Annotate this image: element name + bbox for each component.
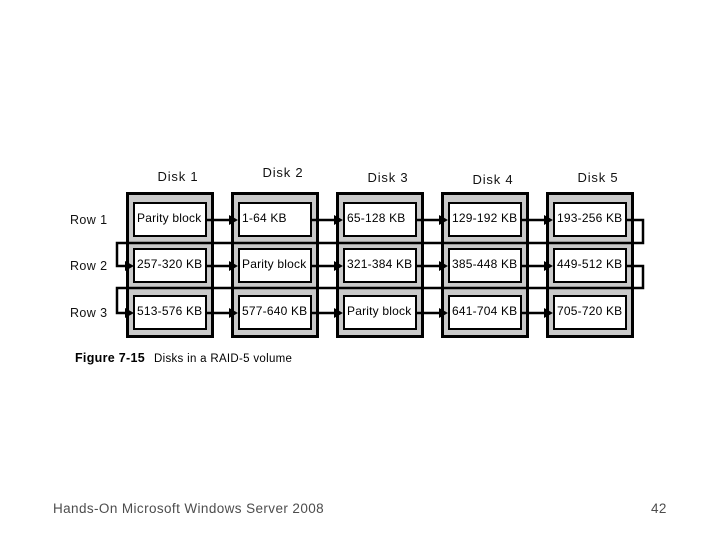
disk-5-row-2-block: 449-512 KB (553, 248, 627, 283)
disk-2-row-1-block: 1-64 KB (238, 202, 312, 237)
disk-2-label: Disk 2 (262, 165, 304, 180)
disk-5-label: Disk 5 (577, 170, 619, 185)
disk-1-row-2-block: 257-320 KB (133, 248, 207, 283)
disk-2-row-3-block: 577-640 KB (238, 295, 312, 330)
disk-3-row-2-block: 321-384 KB (343, 248, 417, 283)
figure-caption-number: Figure 7-15 (75, 351, 145, 365)
row-3-label: Row 3 (70, 306, 108, 320)
disk-4-row-2-block: 385-448 KB (448, 248, 522, 283)
disk-5-row-3-block: 705-720 KB (553, 295, 627, 330)
footer-book-title: Hands-On Microsoft Windows Server 2008 (53, 501, 325, 516)
disk-5-column: 193-256 KB 449-512 KB 705-720 KB (546, 192, 634, 338)
footer-page-number: 42 (651, 501, 667, 516)
disk-1-row-1-block: Parity block (133, 202, 207, 237)
disk-3-row-3-block: Parity block (343, 295, 417, 330)
disk-1-label: Disk 1 (157, 169, 199, 184)
disk-1-row-3-block: 513-576 KB (133, 295, 207, 330)
disk-3-row-1-block: 65-128 KB (343, 202, 417, 237)
disk-2-column: 1-64 KB Parity block 577-640 KB (231, 192, 319, 338)
disk-4-column: 129-192 KB 385-448 KB 641-704 KB (441, 192, 529, 338)
disk-1-column: Parity block 257-320 KB 513-576 KB (126, 192, 214, 338)
figure-caption-text: Disks in a RAID-5 volume (154, 353, 293, 365)
disk-5-row-1-block: 193-256 KB (553, 202, 627, 237)
figure-caption: Figure 7-15 Disks in a RAID-5 volume (75, 351, 292, 365)
disk-4-row-1-block: 129-192 KB (448, 202, 522, 237)
disk-4-label: Disk 4 (472, 172, 514, 187)
disk-3-column: 65-128 KB 321-384 KB Parity block (336, 192, 424, 338)
row-2-label: Row 2 (70, 259, 108, 273)
disk-3-label: Disk 3 (367, 170, 409, 185)
disk-2-row-2-block: Parity block (238, 248, 312, 283)
disk-4-row-3-block: 641-704 KB (448, 295, 522, 330)
row-1-label: Row 1 (70, 213, 108, 227)
